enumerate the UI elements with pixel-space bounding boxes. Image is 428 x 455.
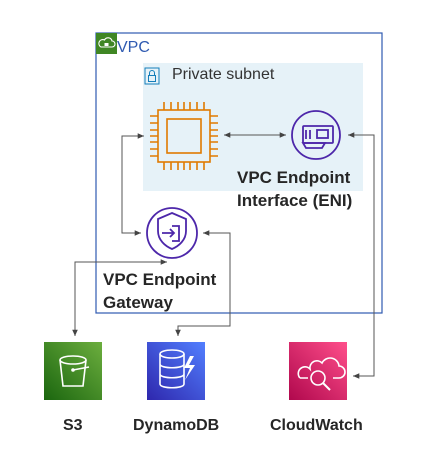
bucket-icon	[44, 342, 102, 400]
dynamodb-icon	[147, 342, 205, 400]
cloud-lock-icon	[96, 33, 117, 54]
eni-label-line2: Interface (ENI)	[237, 191, 353, 210]
network-interface-icon	[291, 110, 341, 160]
connector-eni-cloudwatch	[348, 132, 375, 379]
cloudwatch-label: CloudWatch	[270, 417, 363, 434]
connector-ec2-gateway	[121, 133, 144, 236]
connector-gateway-s3	[72, 259, 167, 336]
connector-gateway-dynamodb	[175, 230, 231, 336]
ec2-chip-icon	[150, 102, 218, 170]
private-subnet-label: Private subnet	[172, 66, 275, 83]
connectors	[72, 132, 375, 379]
eni-label-line1: VPC Endpoint	[237, 168, 351, 187]
endpoint-gateway-icon	[146, 207, 198, 259]
eni-label: VPC Endpoint Interface (ENI)	[237, 166, 352, 212]
gateway-label-line1: VPC Endpoint	[103, 270, 217, 289]
lock-icon	[144, 67, 160, 85]
vpc-label: VPC	[117, 39, 150, 56]
cloudwatch-icon	[289, 342, 347, 400]
gateway-label-line2: Gateway	[103, 293, 173, 312]
vpc-boundary	[95, 32, 383, 314]
private-subnet	[143, 63, 363, 191]
s3-label: S3	[63, 417, 83, 434]
gateway-label: VPC Endpoint Gateway	[103, 268, 216, 314]
dynamodb-label: DynamoDB	[133, 417, 220, 434]
